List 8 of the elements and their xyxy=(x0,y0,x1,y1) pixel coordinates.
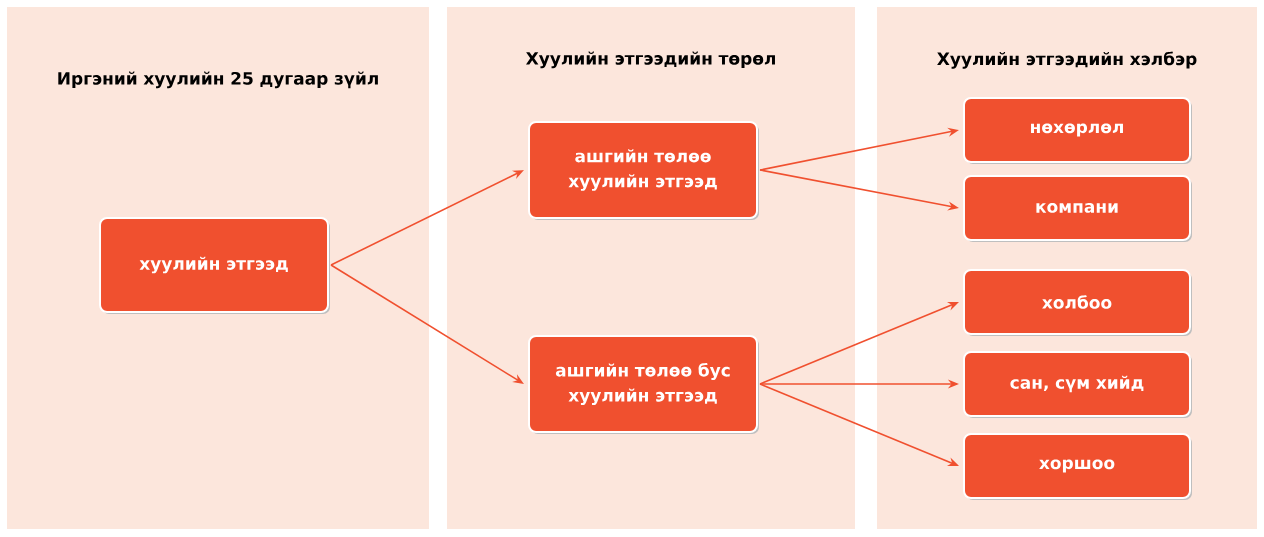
entity-box: ашгийн төлөө хуулийн этгээд xyxy=(528,121,759,220)
entity-box: нөхөрлөл xyxy=(963,97,1192,164)
entity-box: сан, сүм хийд xyxy=(963,351,1192,418)
entity-box: компани xyxy=(963,175,1192,242)
entity-box: ашгийн төлөө бус хуулийн этгээд xyxy=(528,335,759,434)
entity-box: хоршоо xyxy=(963,433,1192,500)
entity-box: хуулийн этгээд xyxy=(99,217,330,314)
entity-box: холбоо xyxy=(963,269,1192,336)
